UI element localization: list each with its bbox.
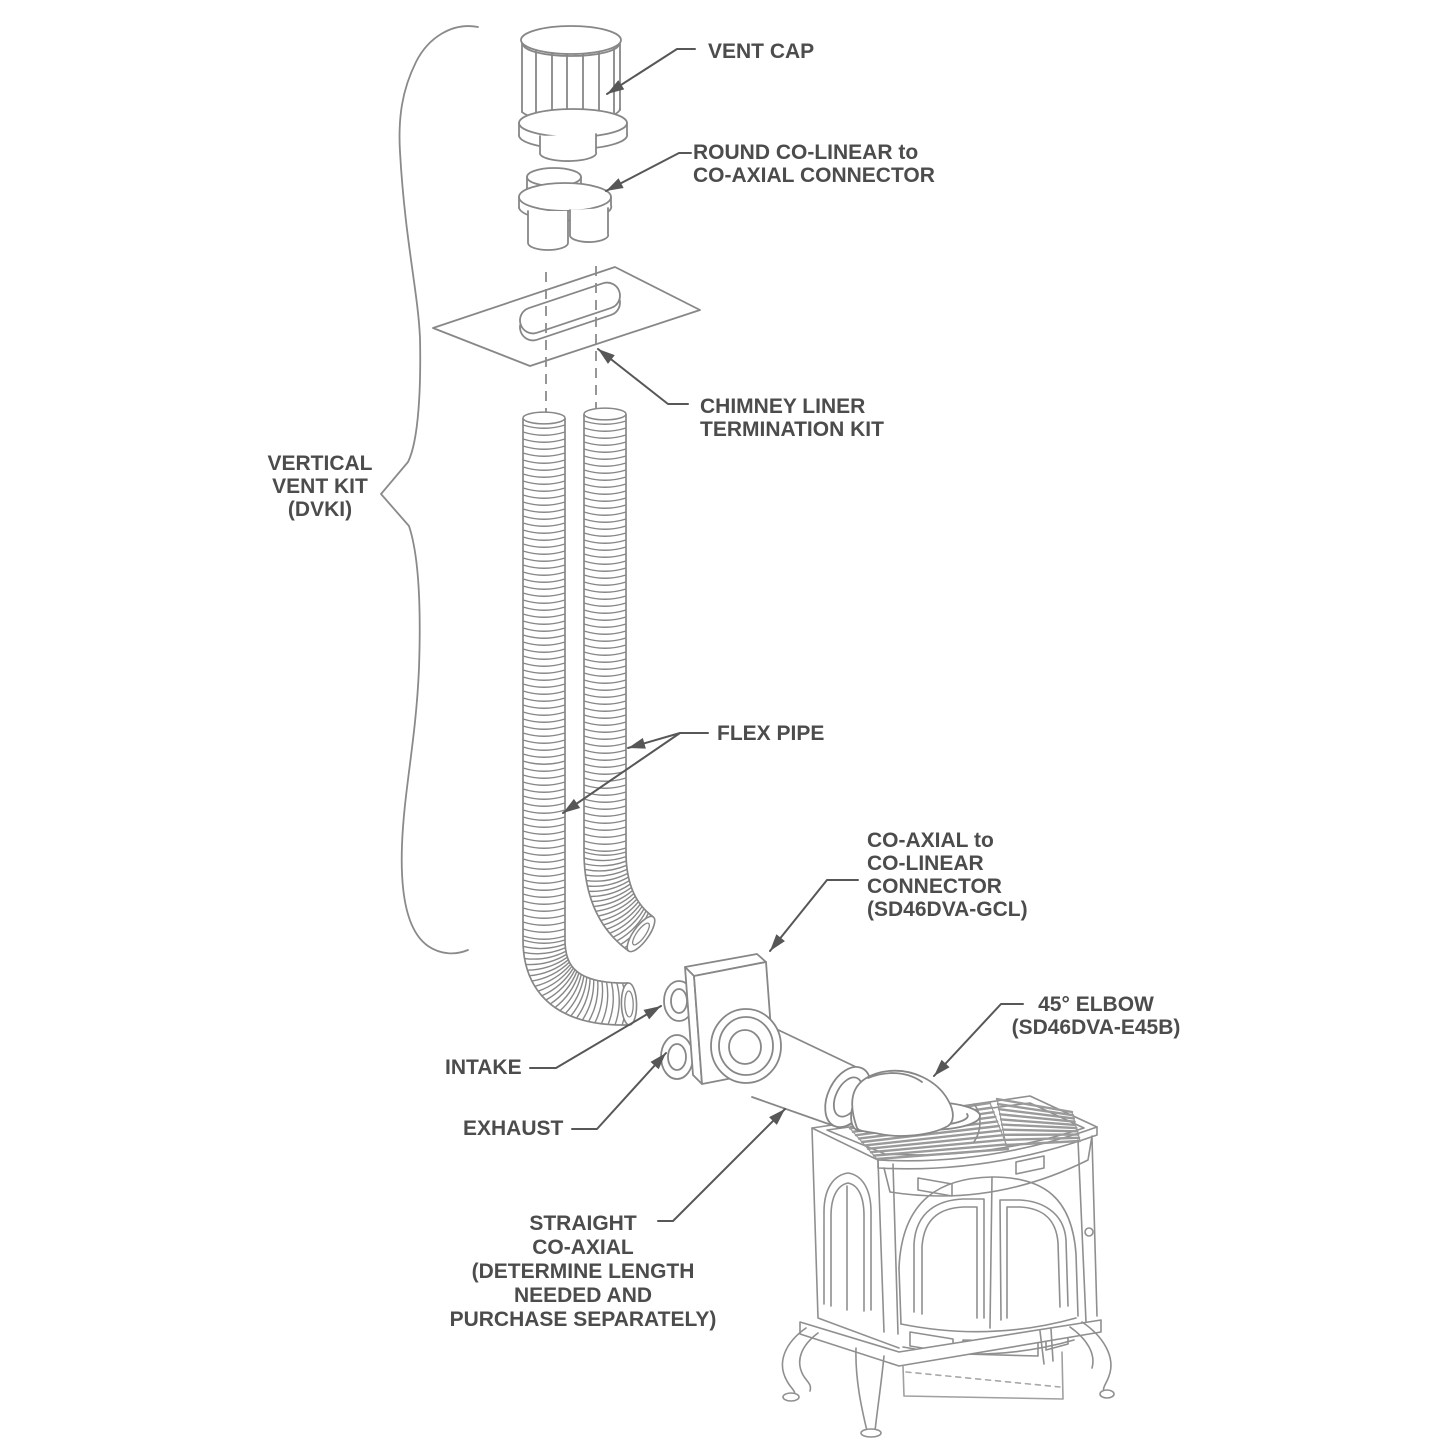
- label-vertical-vent-kit: VERTICAL VENT KIT (DVKI): [267, 452, 373, 521]
- vent-cap-drawing: [518, 25, 628, 162]
- exhaust-port: [660, 1034, 694, 1080]
- label-intake: INTAKE: [445, 1056, 522, 1079]
- label-round-connector: ROUND CO-LINEAR to CO-AXIAL CONNECTOR: [693, 141, 935, 187]
- elbow-45-drawing: [851, 1069, 954, 1137]
- pipe-axis-dashed-lines: [545, 266, 597, 418]
- label-flex-pipe: FLEX PIPE: [717, 722, 825, 745]
- label-elbow: 45° ELBOW (SD46DVA-E45B): [1011, 993, 1181, 1039]
- flex-pipes-drawing: [522, 407, 656, 1026]
- label-chimney-liner: CHIMNEY LINER TERMINATION KIT: [700, 395, 884, 441]
- label-exhaust: EXHAUST: [463, 1117, 564, 1140]
- round-colinear-connector-drawing: [518, 167, 613, 251]
- termination-plate-drawing: [432, 266, 701, 367]
- stove-drawing: [781, 1095, 1115, 1438]
- label-straight-coaxial: STRAIGHT CO-AXIAL (DETERMINE LENGTH NEED…: [449, 1212, 717, 1331]
- coaxial-connector-assembly-drawing: [660, 953, 981, 1137]
- label-coaxial-connector: CO-AXIAL to CO-LINEAR CONNECTOR (SD46DVA…: [867, 829, 1028, 921]
- vent-kit-brace: [380, 25, 479, 955]
- label-vent-cap: VENT CAP: [708, 40, 815, 63]
- leader-lines: [529, 48, 1024, 1222]
